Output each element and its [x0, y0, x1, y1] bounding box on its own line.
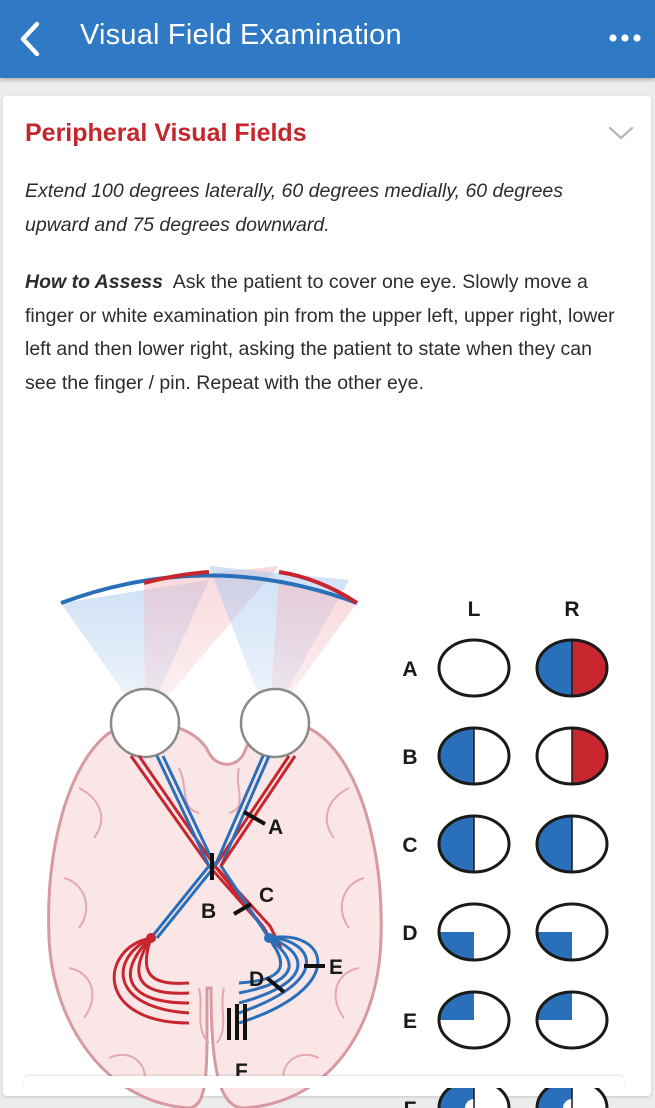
- visual-field-outline: [437, 902, 511, 962]
- column-header-right: R: [564, 598, 579, 621]
- visual-field-outline: [535, 638, 609, 698]
- optic-pathways: [112, 755, 320, 1025]
- lesion-markers: [210, 810, 325, 1040]
- field-row-label: D: [402, 922, 417, 945]
- visual-field-outline: [535, 990, 609, 1050]
- field-extent-summary: Extend 100 degrees laterally, 60 degrees…: [25, 180, 564, 236]
- column-header-left: L: [468, 598, 481, 621]
- field-row-label: C: [402, 834, 417, 857]
- section-card: Peripheral Visual Fields Extend 100 degr…: [3, 96, 651, 1108]
- visual-field-outline: [535, 814, 609, 874]
- field-row-label: F: [404, 1098, 417, 1108]
- visual-field-outline: [437, 638, 511, 698]
- field-defect-grid: A B C D E F: [402, 638, 609, 1108]
- visual-field-outline: [535, 726, 609, 786]
- app-title: Visual Field Examination: [80, 19, 402, 51]
- visual-field-left-eye: [439, 816, 509, 872]
- lesion-label-e: E: [329, 956, 343, 979]
- lesion-label-b: B: [201, 900, 216, 923]
- visual-field-right-eye: [537, 904, 607, 960]
- chevron-left-icon: [20, 21, 40, 57]
- back-button[interactable]: [6, 14, 54, 64]
- lesion-label-a: A: [268, 816, 283, 839]
- app-bar: Visual Field Examination: [0, 0, 655, 78]
- eyes: [109, 687, 311, 759]
- next-section-card: [24, 1076, 624, 1088]
- visual-field-outline: [535, 902, 609, 962]
- assessment-instructions: How to Assess Ask the patient to cover o…: [25, 266, 625, 400]
- lesion-label-d: D: [249, 968, 264, 991]
- section-title: Peripheral Visual Fields: [25, 119, 307, 147]
- visual-field-outline: [437, 726, 511, 786]
- visual-field-outline: [437, 990, 511, 1050]
- visual-field-right-eye: [537, 816, 607, 872]
- field-column-headers: L R: [468, 598, 580, 621]
- visual-pathway-diagram: A B C D E F L R A B C D E F: [47, 566, 609, 1108]
- more-horizontal-icon: [609, 34, 641, 42]
- assess-body: Ask the patient to cover one eye. Slowly…: [25, 271, 615, 394]
- field-row-label: A: [402, 658, 417, 681]
- chevron-down-icon: [608, 126, 634, 140]
- field-row-label: B: [402, 746, 417, 769]
- field-row-label: E: [403, 1010, 417, 1033]
- visual-field-cones: [60, 566, 359, 723]
- assess-heading: How to Assess: [25, 271, 163, 293]
- lesion-label-c: C: [259, 884, 274, 907]
- visual-field-outline: [437, 814, 511, 874]
- collapse-button[interactable]: [601, 118, 641, 148]
- more-options-button[interactable]: [603, 18, 647, 58]
- visual-field-left-eye: [439, 640, 509, 696]
